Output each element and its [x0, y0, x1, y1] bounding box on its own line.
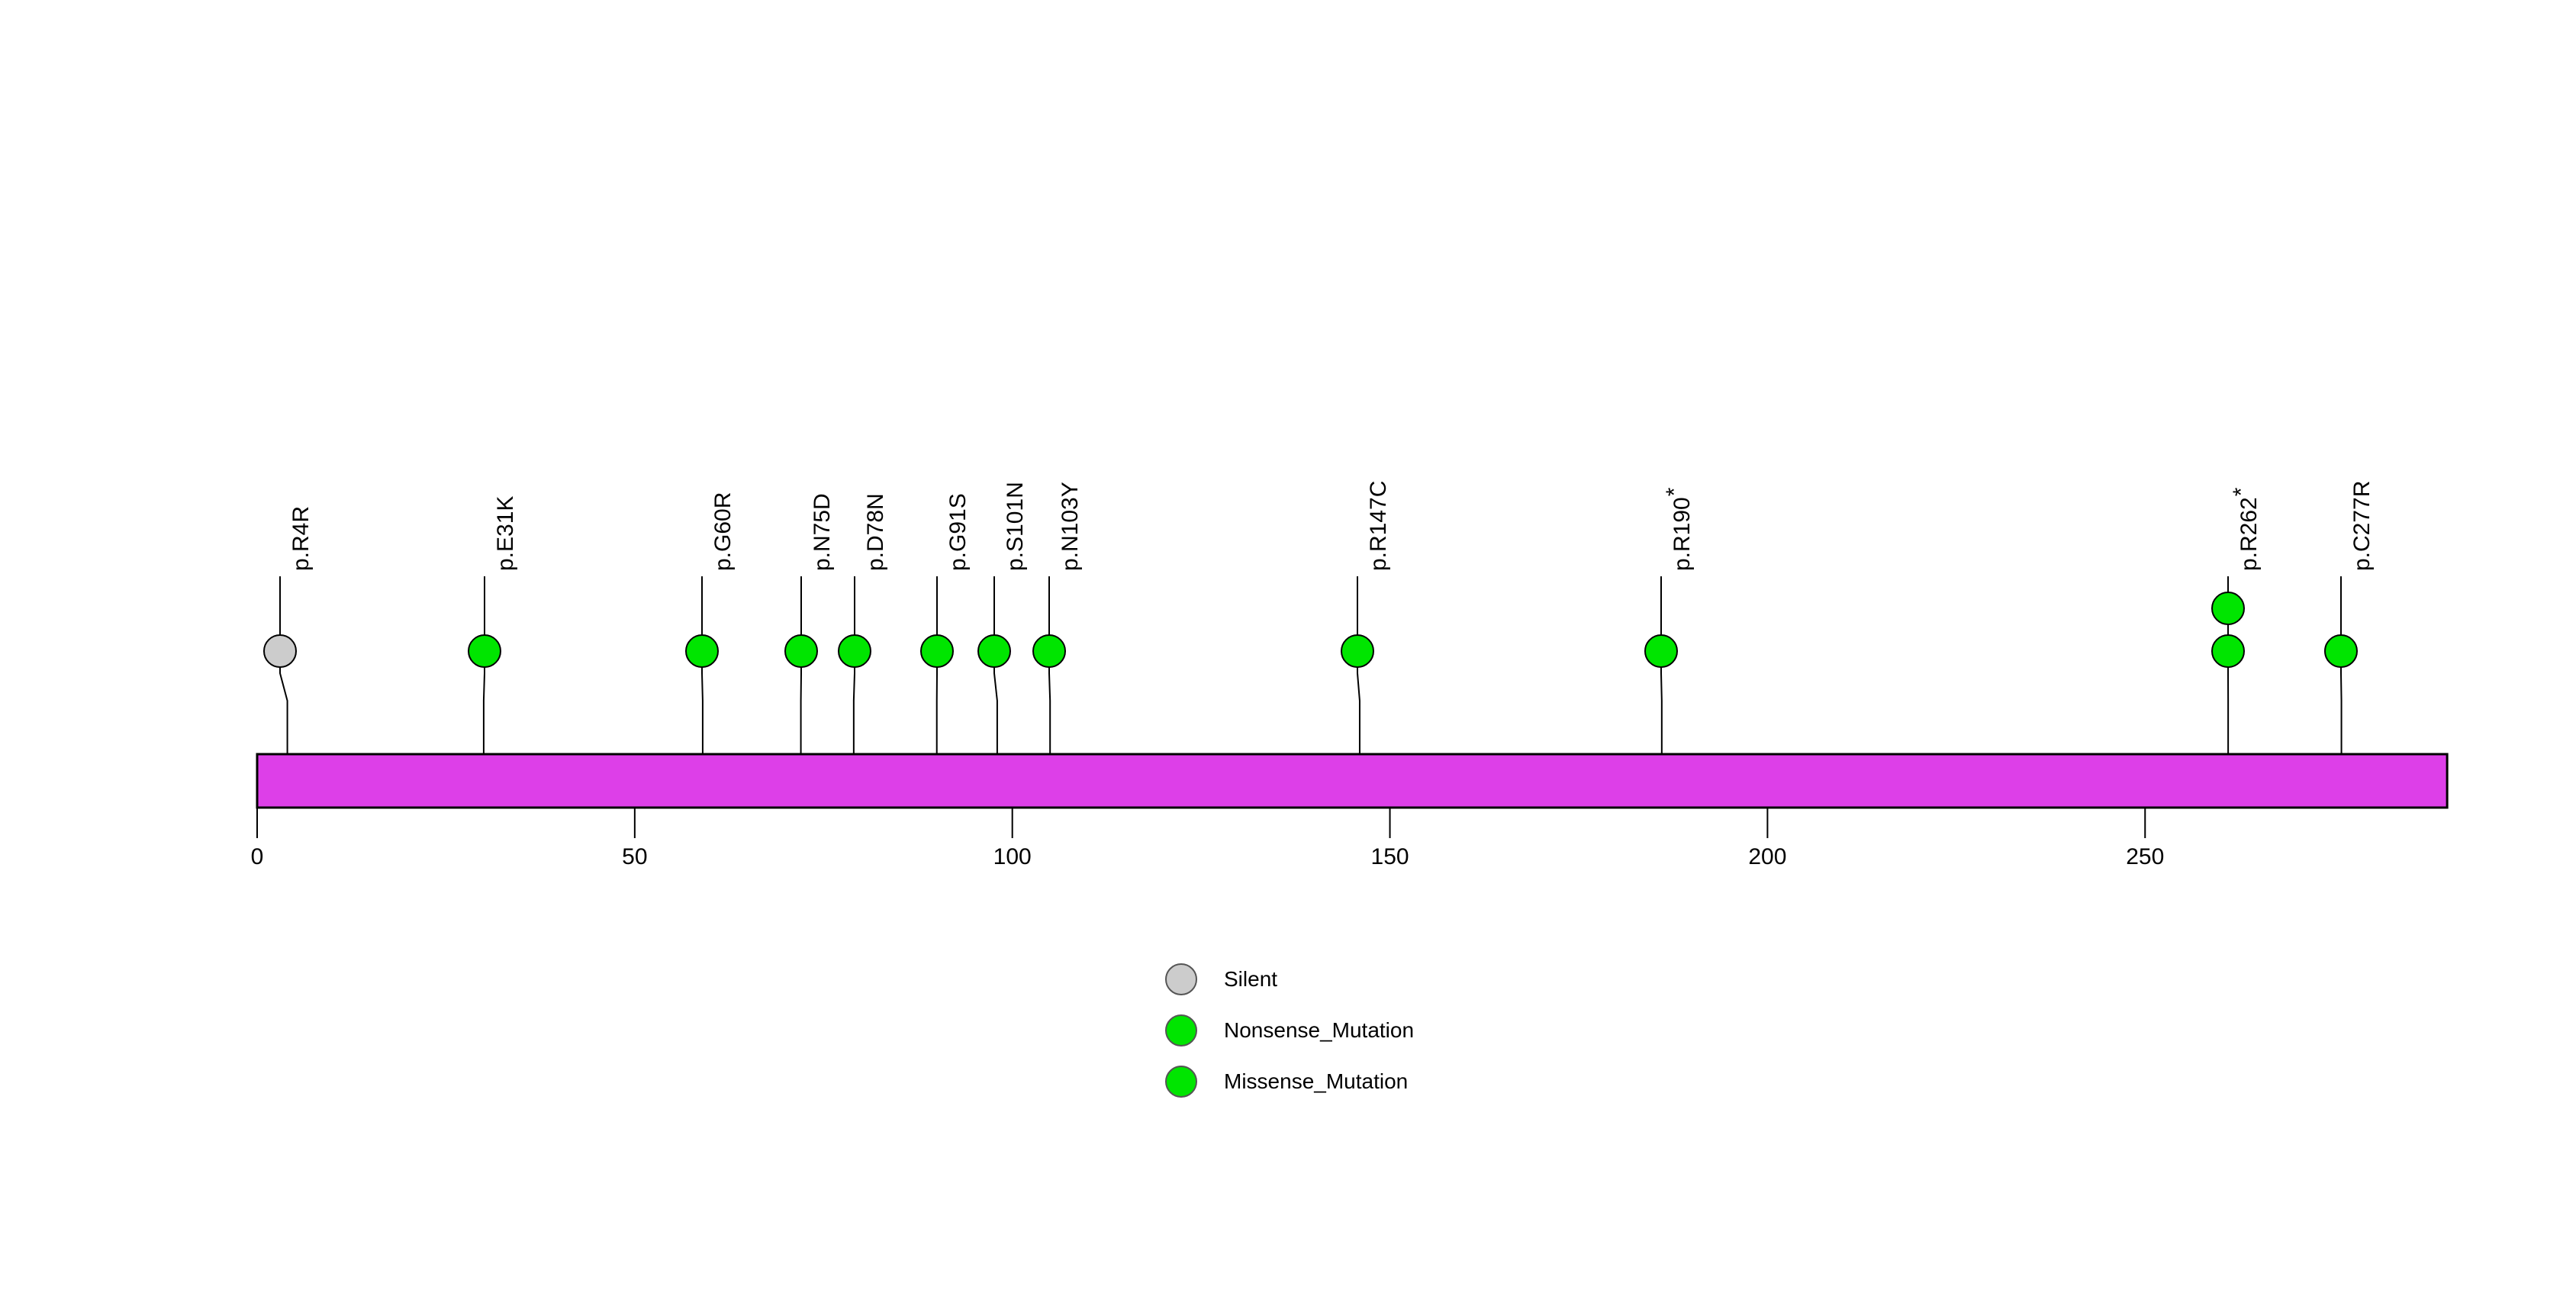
- mutation-label-text: p.R190: [1670, 497, 1695, 571]
- mutation-label-pG91S: p.G91S: [945, 493, 971, 571]
- mutation-label-pR4R: p.R4R: [288, 506, 314, 571]
- protein-backbone-rect: [256, 753, 2449, 809]
- legend-markers: [1165, 963, 1197, 1098]
- mutation-label-text: p.G60R: [710, 492, 736, 571]
- mutation-marker-pR4R[interactable]: [263, 634, 297, 668]
- mutation-marker-pG91S[interactable]: [920, 634, 954, 668]
- mutation-label-text: p.S101N: [1003, 482, 1028, 571]
- axis-tick-label-200: 200: [1748, 844, 1787, 869]
- mutation-label-text: p.R262: [2236, 497, 2262, 571]
- legend-marker-nonsense_mutation: [1165, 1014, 1197, 1047]
- mutation-marker-pC277R[interactable]: [2324, 634, 2358, 668]
- mutation-label-stop-codon-icon: *: [1662, 487, 1687, 497]
- axis-tick-label-150: 150: [1370, 844, 1409, 869]
- protein-backbone-bar: [256, 753, 2449, 809]
- mutation-label-text: p.R147C: [1366, 480, 1391, 571]
- mutation-label-stop-codon-icon: *: [2229, 487, 2254, 497]
- mutation-label-text: p.R4R: [288, 505, 314, 571]
- axis-tick-label-250: 250: [2126, 844, 2165, 869]
- legend-marker-missense_mutation: [1165, 1066, 1197, 1098]
- mutation-label-pD78N: p.D78N: [863, 493, 889, 571]
- mutation-marker-pR190[interactable]: [1644, 634, 1678, 668]
- legend-label-silent: Silent: [1224, 967, 1278, 991]
- mutation-label-pN103Y: p.N103Y: [1058, 482, 1084, 571]
- mutation-label-pR190: p.R190*: [1662, 488, 1695, 571]
- mutation-label-text: p.D78N: [863, 493, 888, 571]
- mutation-label-pG60R: p.G60R: [710, 492, 736, 571]
- legend-label-nonsense_mutation: Nonsense_Mutation: [1224, 1018, 1415, 1042]
- mutation-marker-pD78N[interactable]: [838, 634, 871, 668]
- mutation-label-pC277R: p.C277R: [2349, 481, 2375, 571]
- mutation-marker-pE31K[interactable]: [468, 634, 501, 668]
- mutation-label-pS101N: p.S101N: [1003, 482, 1029, 571]
- mutation-marker-pR262[interactable]: [2211, 592, 2245, 625]
- mutation-label-text: p.C277R: [2349, 480, 2375, 571]
- mutation-label-text: p.N75D: [810, 493, 835, 571]
- mutation-marker-pS101N[interactable]: [977, 634, 1011, 668]
- position-axis: [256, 808, 2146, 838]
- mutation-label-pR262: p.R262*: [2229, 488, 2262, 571]
- axis-tick-label-100: 100: [993, 844, 1032, 869]
- mutation-label-pR147C: p.R147C: [1366, 481, 1392, 571]
- legend-marker-silent: [1165, 963, 1197, 995]
- mutation-marker-pR262[interactable]: [2211, 634, 2245, 668]
- mutation-label-text: p.E31K: [493, 495, 518, 571]
- axis-tick-label-50: 50: [622, 844, 648, 869]
- mutation-markers: [263, 592, 2358, 668]
- mutation-label-text: p.G91S: [945, 493, 971, 571]
- mutation-marker-pN75D[interactable]: [784, 634, 818, 668]
- mutation-label-pN75D: p.N75D: [810, 493, 836, 571]
- mutation-label-pE31K: p.E31K: [493, 496, 519, 571]
- legend-label-missense_mutation: Missense_Mutation: [1224, 1069, 1409, 1093]
- mutation-marker-pG60R[interactable]: [685, 634, 719, 668]
- mutation-label-text: p.N103Y: [1058, 482, 1083, 571]
- axis-tick-label-0: 0: [250, 844, 264, 869]
- mutation-marker-pN103Y[interactable]: [1032, 634, 1066, 668]
- mutation-marker-pR147C[interactable]: [1341, 634, 1374, 668]
